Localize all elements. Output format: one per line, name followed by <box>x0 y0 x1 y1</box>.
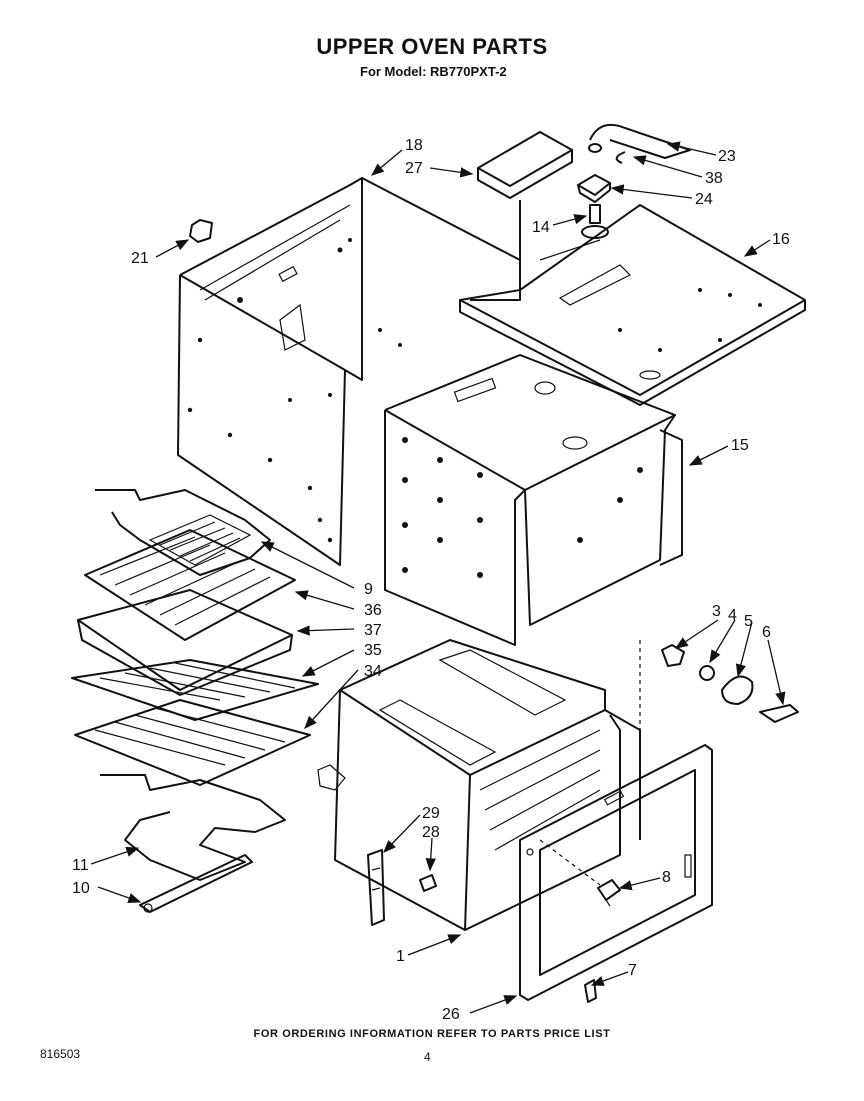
callout-1: 1 <box>396 948 405 965</box>
leader-lines <box>90 141 786 1014</box>
callout-15: 15 <box>731 437 749 454</box>
callout-7: 7 <box>628 962 637 979</box>
gas-tube <box>588 124 691 159</box>
door-hinge <box>367 849 385 926</box>
callout-8: 8 <box>662 869 671 886</box>
broil-element <box>95 489 271 576</box>
clip-ring <box>615 151 626 164</box>
rear-wrapper-panel <box>177 177 521 566</box>
hinge-clip <box>419 874 437 892</box>
light-bulb <box>699 665 715 681</box>
door-switch <box>597 879 621 907</box>
callout-labels: 18 27 23 38 24 14 16 21 15 9 36 37 35 34… <box>72 137 790 1023</box>
callout-16: 16 <box>772 231 790 248</box>
page-number: 4 <box>424 1050 431 1064</box>
model-subtitle: For Model: RB770PXT-2 <box>360 64 507 79</box>
callout-38: 38 <box>705 170 723 187</box>
callout-5: 5 <box>744 613 753 630</box>
broil-pan-grid <box>84 529 296 641</box>
oven-rack-lower <box>74 699 311 786</box>
bake-element-bracket <box>139 854 253 913</box>
callout-28: 28 <box>422 824 440 841</box>
callout-37: 37 <box>364 622 382 639</box>
light-socket <box>661 644 685 667</box>
callout-6: 6 <box>762 624 771 641</box>
bake-element <box>100 774 286 881</box>
lens-retainer-clip <box>759 704 799 723</box>
callout-18: 18 <box>405 137 423 154</box>
ordering-note: FOR ORDERING INFORMATION REFER TO PARTS … <box>253 1028 611 1040</box>
callout-27: 27 <box>405 160 423 177</box>
callout-23: 23 <box>718 148 736 165</box>
callout-26: 26 <box>442 1006 460 1023</box>
callout-34: 34 <box>364 663 382 680</box>
callout-24: 24 <box>695 191 713 208</box>
igniter-block <box>577 174 611 203</box>
callout-4: 4 <box>728 607 737 624</box>
burner-valve <box>581 204 609 239</box>
top-panel <box>459 204 806 406</box>
callout-35: 35 <box>364 642 382 659</box>
oven-liner-wrapper <box>384 354 683 646</box>
callout-10: 10 <box>72 880 90 897</box>
hinge-bracket <box>189 219 213 243</box>
control-box <box>477 131 573 290</box>
page-title: UPPER OVEN PARTS <box>316 34 548 59</box>
oven-rack-upper <box>71 659 319 721</box>
callout-3: 3 <box>712 603 721 620</box>
callout-36: 36 <box>364 602 382 619</box>
callout-11: 11 <box>72 857 89 874</box>
callout-29: 29 <box>422 805 440 822</box>
document-number: 816503 <box>40 1047 81 1061</box>
oven-liner <box>317 639 641 931</box>
light-lens <box>721 675 754 705</box>
callout-9: 9 <box>364 581 373 598</box>
door-stop <box>584 979 597 1003</box>
callout-21: 21 <box>131 250 149 267</box>
callout-14: 14 <box>532 219 550 236</box>
oven-door-frame <box>519 744 713 1001</box>
